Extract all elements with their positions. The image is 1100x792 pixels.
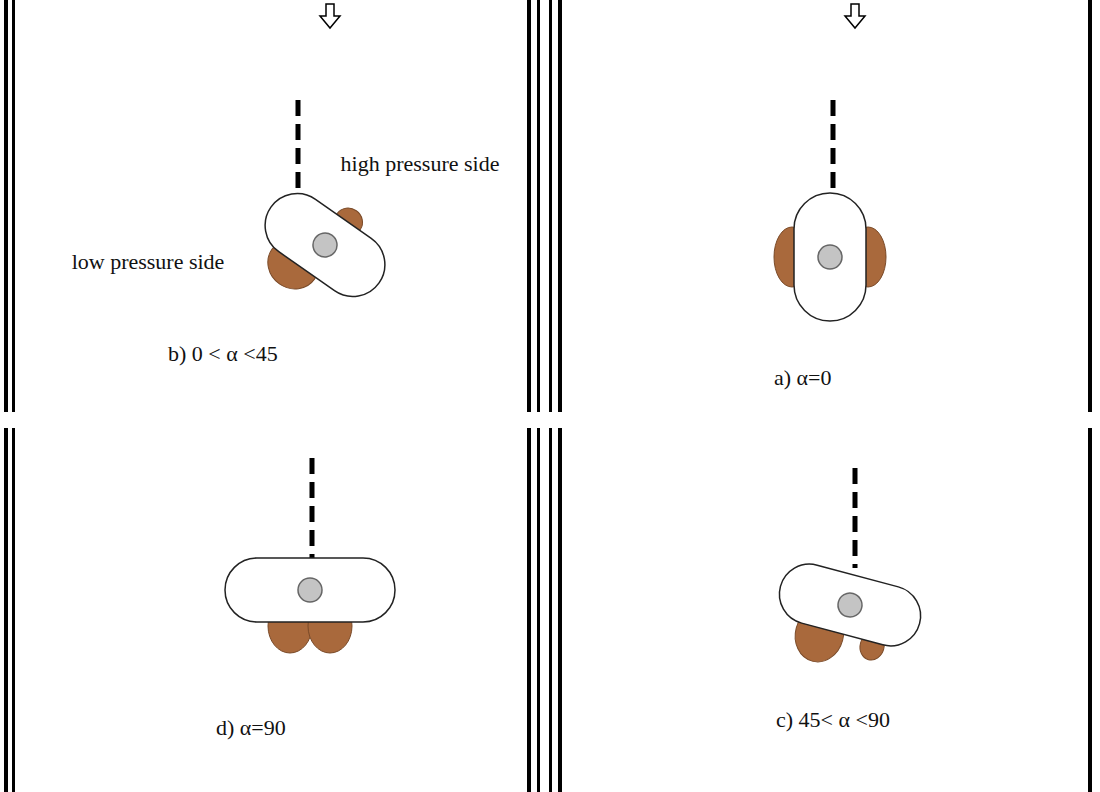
bluff-body: [225, 558, 395, 653]
body-outline: [794, 193, 866, 321]
pressure-side-label: low pressure side: [58, 248, 238, 276]
case-label: d) α=90: [216, 714, 286, 742]
case-label: c) 45< α <90: [776, 706, 890, 734]
pressure-side-label: high pressure side: [330, 150, 510, 178]
body-outline: [253, 181, 398, 309]
bluff-body: [774, 193, 886, 321]
bluff-body: [764, 557, 927, 685]
pivot-circle: [835, 590, 864, 619]
channel-walls: [4, 0, 1092, 792]
case-label: a) α=0: [774, 364, 832, 392]
body-outline: [225, 558, 395, 622]
pivot-circle: [308, 228, 341, 261]
case-label: b) 0 < α <45: [168, 340, 278, 368]
pivot-circle: [818, 245, 842, 269]
body-outline: [773, 557, 928, 652]
pivot-circle: [298, 578, 322, 602]
bodies: [225, 169, 927, 685]
bluff-body: [238, 169, 406, 330]
flow-arrows: [320, 4, 865, 28]
dashed-lines: [298, 100, 855, 568]
